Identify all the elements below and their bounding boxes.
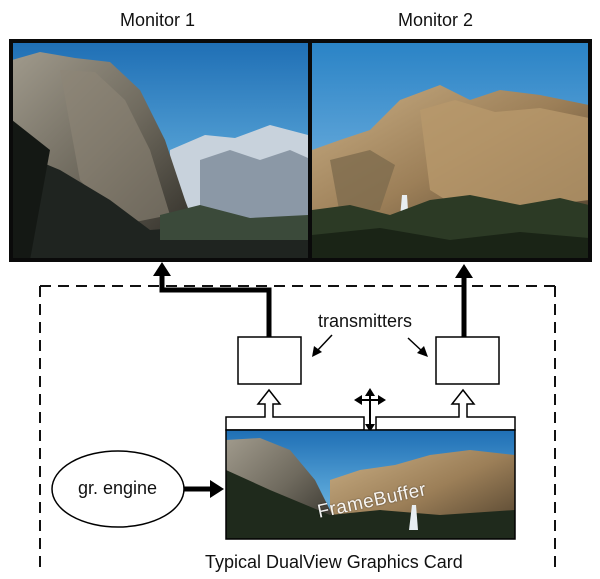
switch-arrow-icon — [354, 388, 386, 432]
framebuffer-bus — [225, 388, 516, 431]
output-arrow-right — [455, 264, 473, 337]
framebuffer-image — [225, 429, 516, 540]
monitor-2-label: Monitor 2 — [398, 10, 474, 30]
output-arrow-left — [153, 262, 272, 337]
transmitter-right — [435, 336, 500, 385]
transmitters-label: transmitters — [318, 311, 413, 331]
monitor-2-screen — [312, 42, 589, 260]
transmitter-left — [237, 336, 302, 385]
monitor-1-label: Monitor 1 — [120, 10, 196, 30]
card-label: Typical DualView Graphics Card — [205, 552, 463, 572]
engine-arrow — [184, 480, 224, 498]
pointer-arrow-left — [312, 334, 333, 357]
pointer-arrow-right — [407, 337, 428, 357]
monitor-frame — [9, 39, 592, 262]
card-boundary — [39, 285, 556, 572]
monitor-1-screen — [12, 42, 308, 260]
engine-label: gr. engine — [78, 478, 158, 498]
